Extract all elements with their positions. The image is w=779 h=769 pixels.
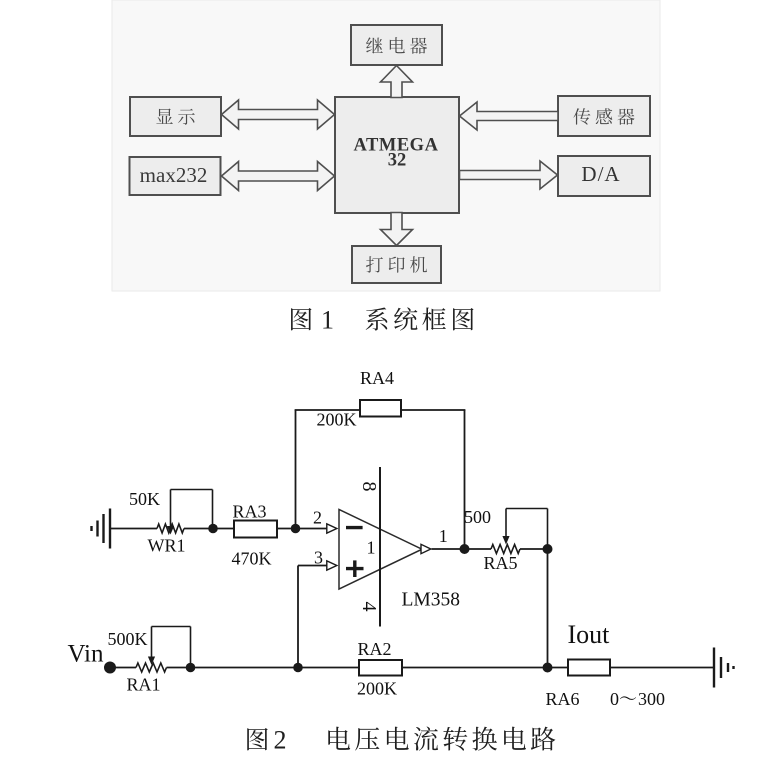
svg-text:D/A: D/A [581,162,620,186]
svg-text:max232: max232 [140,163,208,187]
svg-text:300: 300 [638,689,665,709]
svg-text:470K: 470K [232,549,272,569]
svg-text:1: 1 [321,306,334,335]
svg-text:RA3: RA3 [233,502,267,522]
svg-text:200K: 200K [317,410,357,430]
svg-text:1: 1 [439,526,448,546]
svg-text:RA2: RA2 [358,639,392,659]
svg-text:8: 8 [358,482,380,492]
svg-text:1: 1 [367,538,376,558]
svg-text:Vin: Vin [68,641,104,668]
svg-text:200K: 200K [357,679,397,699]
svg-text:2: 2 [274,726,287,755]
svg-text:LM358: LM358 [402,590,461,611]
svg-text:RA4: RA4 [360,368,394,388]
svg-text:3: 3 [314,548,323,568]
svg-text:RA1: RA1 [127,675,161,695]
svg-text:Iout: Iout [568,620,611,649]
svg-text:RA5: RA5 [484,553,518,573]
svg-text:2: 2 [313,508,322,528]
svg-text:500K: 500K [108,629,148,649]
svg-text:50K: 50K [129,489,160,509]
svg-text:500: 500 [464,507,491,527]
svg-text:RA6: RA6 [546,689,580,709]
svg-text:0: 0 [610,689,619,709]
svg-text:4: 4 [358,602,380,612]
svg-text:ATMEGA: ATMEGA [354,136,439,156]
svg-text:32: 32 [388,151,407,171]
svg-text:WR1: WR1 [148,536,186,556]
